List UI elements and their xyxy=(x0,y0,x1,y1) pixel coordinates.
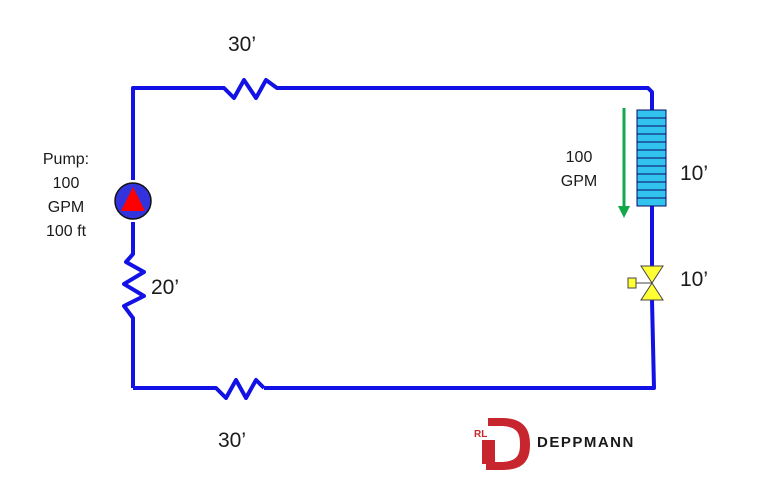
pump-label-line: 100 ft xyxy=(45,223,87,240)
right-pipe-lower xyxy=(264,299,656,390)
valve-length: 10’ xyxy=(680,268,709,291)
flow-arrow-icon xyxy=(618,108,630,218)
pump-label-line: 100 xyxy=(52,175,80,192)
top-pipe xyxy=(131,78,654,180)
flow-value: 100 xyxy=(565,149,593,166)
pump-label-line: Pump: xyxy=(42,151,90,168)
coil-icon xyxy=(636,109,667,207)
valve-icon xyxy=(627,265,664,301)
pump-label: Pump: 100 GPM 100 ft xyxy=(36,148,96,244)
left-coil-length: 20’ xyxy=(151,276,180,299)
flow-unit: GPM xyxy=(560,173,598,190)
pump-label-line: GPM xyxy=(47,199,85,216)
bottom-pipe-length: 30’ xyxy=(218,429,247,452)
flow-label: 100 GPM xyxy=(552,146,606,194)
pipe-loop xyxy=(122,78,656,400)
logo-name: DEPPMANN xyxy=(537,434,635,451)
coil-length: 10’ xyxy=(680,162,709,185)
logo-monogram: RL xyxy=(474,429,487,440)
top-pipe-length: 30’ xyxy=(228,33,257,56)
bottom-pipe-coil xyxy=(133,378,266,400)
left-pipe xyxy=(122,222,146,388)
pump-icon xyxy=(114,182,152,220)
deppmann-logo-icon: RL xyxy=(474,418,530,470)
